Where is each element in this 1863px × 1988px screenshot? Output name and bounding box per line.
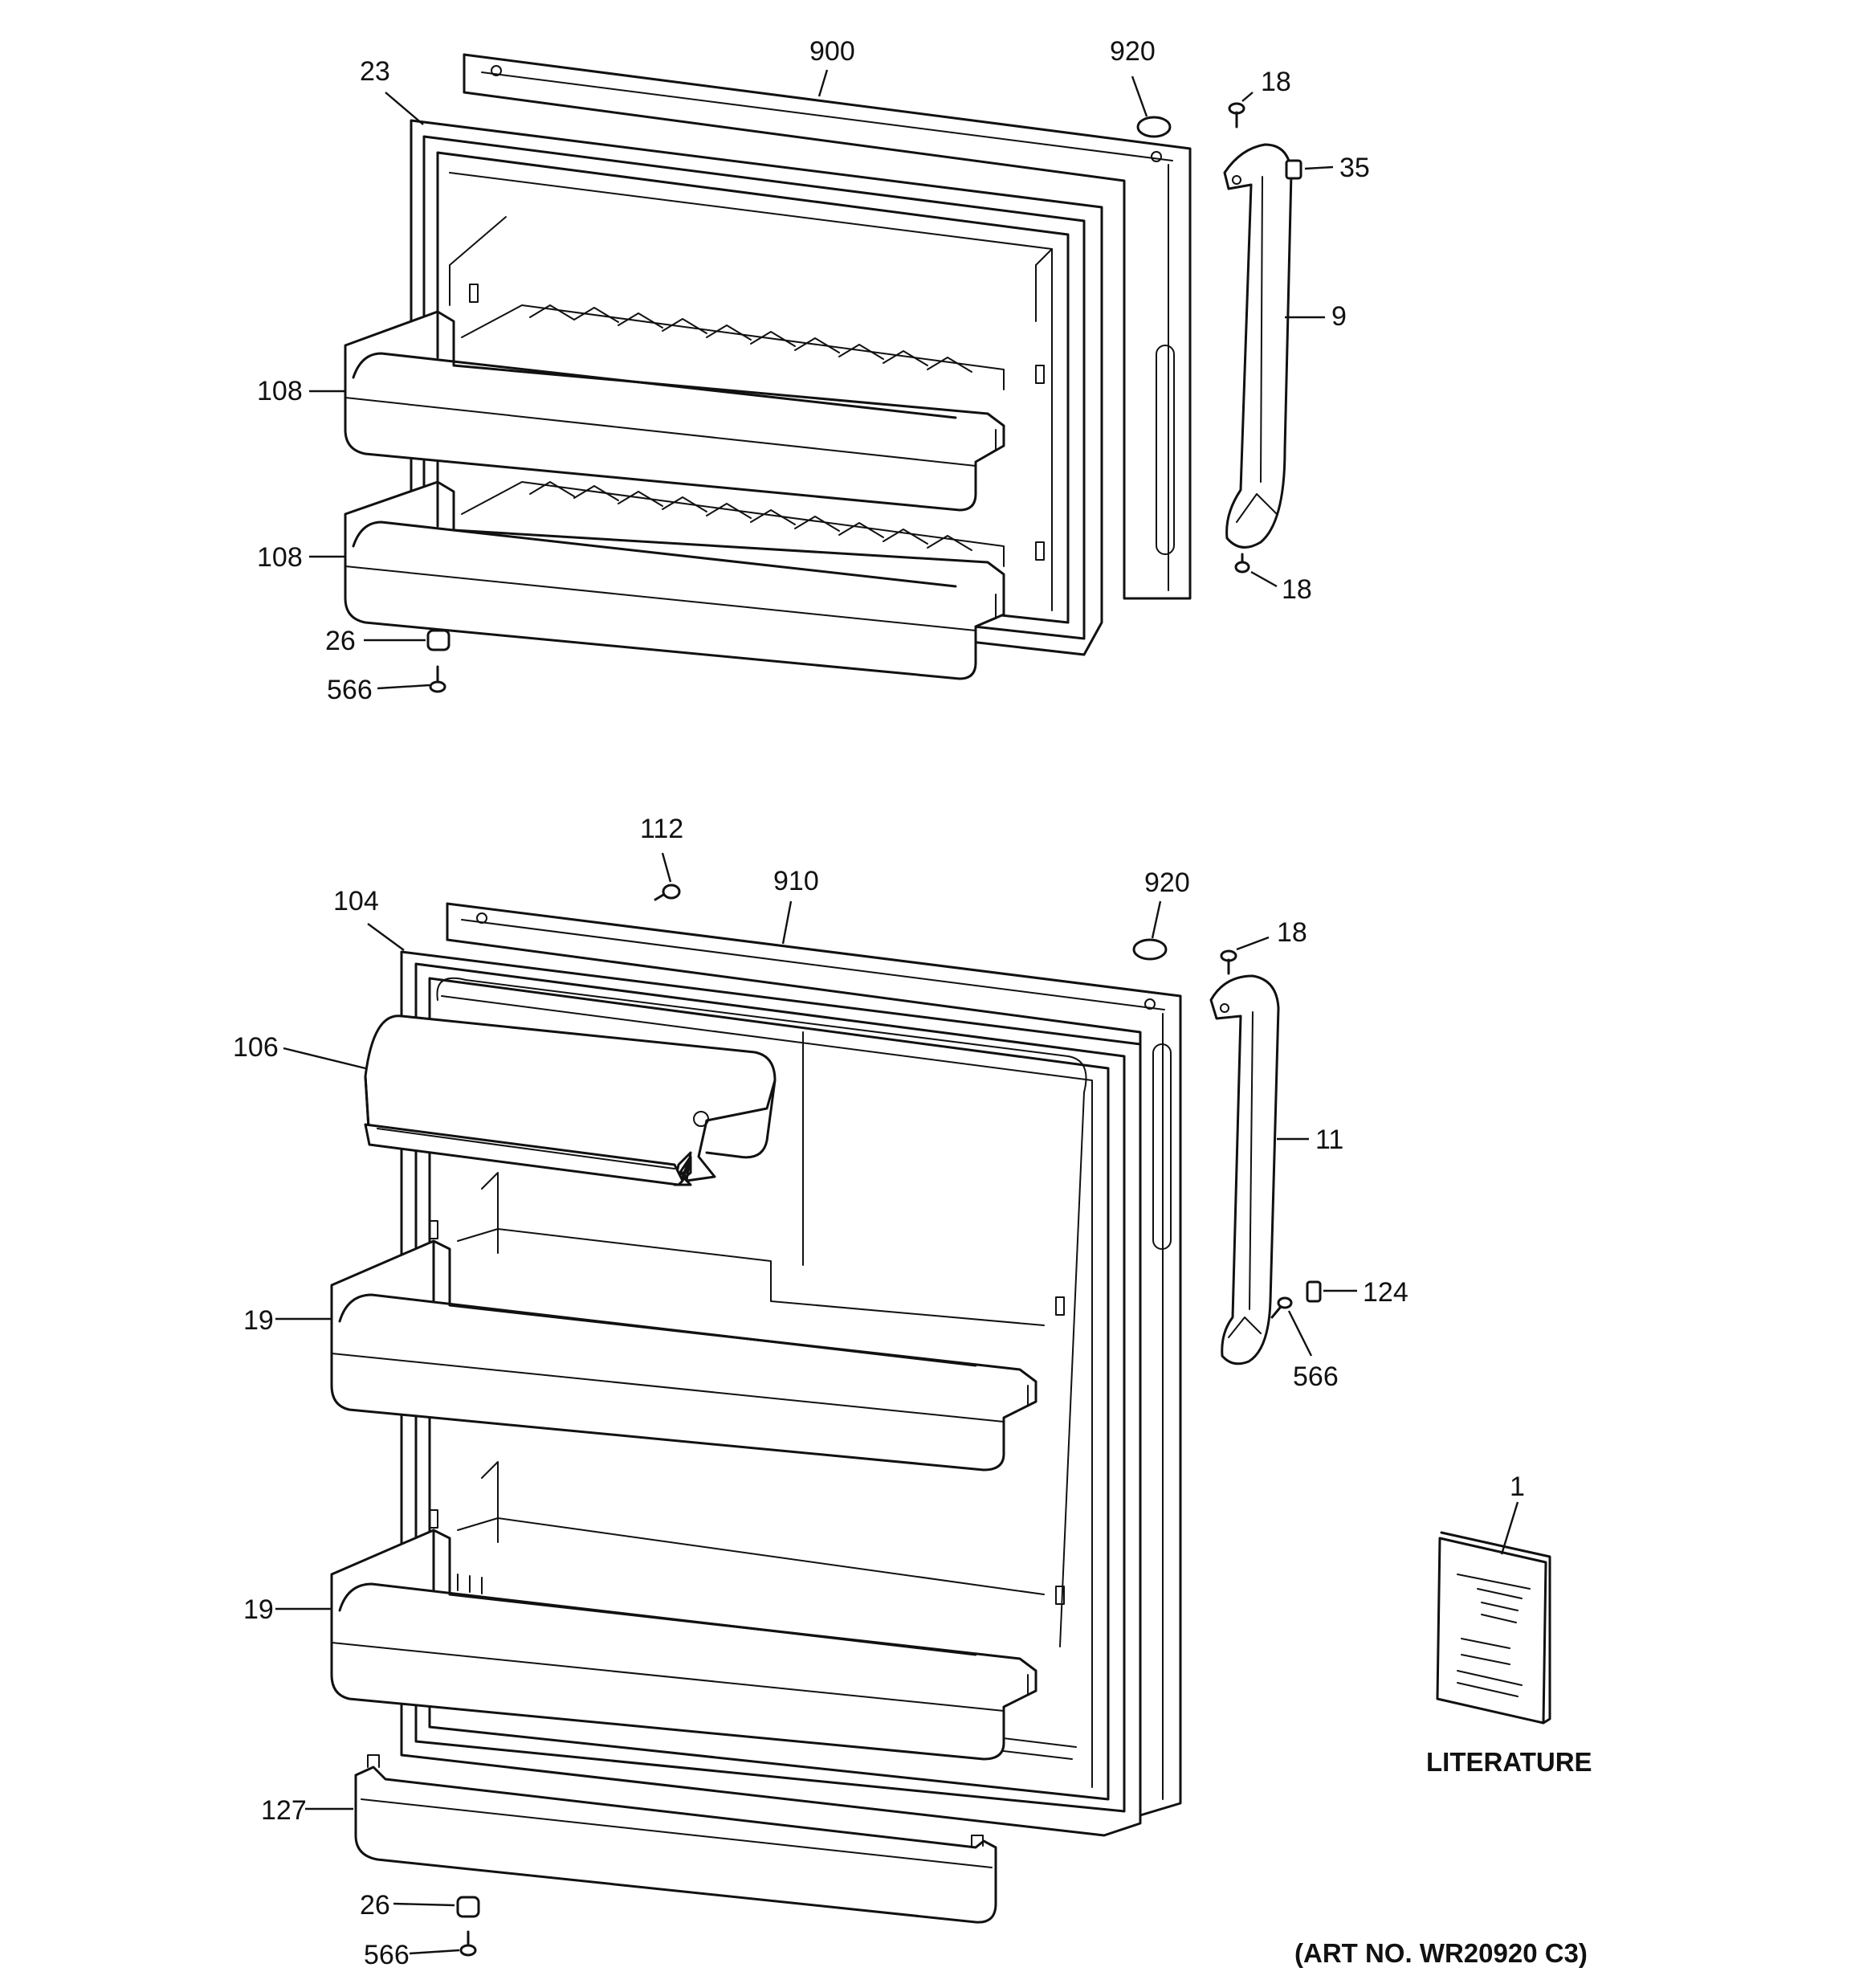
callout-9: 9 bbox=[1331, 301, 1347, 332]
fresh-food-door-shelf-upper bbox=[330, 1239, 1037, 1472]
callout-18-top-a: 18 bbox=[1261, 67, 1291, 97]
callout-23: 23 bbox=[360, 56, 390, 87]
fresh-food-door-bottom-trim bbox=[354, 1754, 997, 1924]
callout-19-lower: 19 bbox=[243, 1594, 274, 1625]
callout-566-handle: 566 bbox=[1293, 1361, 1339, 1392]
callout-18-top-b: 18 bbox=[1282, 574, 1312, 605]
screw-112 bbox=[654, 884, 681, 901]
callout-910: 910 bbox=[773, 866, 819, 896]
leader-lines bbox=[275, 69, 1519, 1955]
fresh-food-door-shelf-lower bbox=[330, 1529, 1037, 1761]
callout-104: 104 bbox=[333, 886, 379, 916]
callout-26-bottom: 26 bbox=[360, 1890, 390, 1921]
freezer-door-shelf-lower bbox=[344, 480, 1005, 680]
callout-26-top: 26 bbox=[325, 626, 356, 656]
callout-18-bottom: 18 bbox=[1277, 917, 1307, 948]
callout-124: 124 bbox=[1363, 1277, 1408, 1308]
plug-920-top bbox=[1136, 116, 1172, 138]
callout-566-bottom: 566 bbox=[364, 1940, 410, 1970]
screw-18-top-a bbox=[1228, 102, 1245, 129]
callout-19-upper: 19 bbox=[243, 1305, 274, 1336]
screw-18-bottom bbox=[1220, 949, 1237, 975]
callout-106: 106 bbox=[233, 1032, 279, 1063]
callout-127: 127 bbox=[261, 1795, 307, 1826]
screw-566-handle bbox=[1270, 1296, 1293, 1319]
fresh-food-door-assembly bbox=[330, 884, 1322, 1957]
cap-35 bbox=[1285, 159, 1302, 180]
literature-label: LITERATURE bbox=[1426, 1747, 1592, 1777]
fresh-food-door-handle bbox=[1209, 974, 1280, 1365]
art-number: (ART NO. WR20920 C3) bbox=[1294, 1938, 1588, 1968]
freezer-door-handle bbox=[1223, 143, 1293, 549]
callout-108-lower: 108 bbox=[257, 542, 303, 573]
cap-124 bbox=[1306, 1280, 1322, 1303]
screw-566-bottom bbox=[459, 1930, 477, 1957]
cap-26-top bbox=[426, 629, 450, 651]
screw-18-top-b bbox=[1234, 553, 1250, 574]
freezer-door-assembly bbox=[344, 53, 1302, 693]
callout-11: 11 bbox=[1315, 1125, 1343, 1155]
cap-26-bottom bbox=[456, 1896, 480, 1918]
literature-booklet bbox=[1436, 1531, 1551, 1725]
plug-920-bottom bbox=[1132, 938, 1168, 961]
callout-920-bottom: 920 bbox=[1144, 867, 1190, 898]
callout-900: 900 bbox=[809, 36, 855, 67]
freezer-door-shelf-upper bbox=[344, 310, 1005, 512]
callout-labels: 23 900 920 18 35 9 108 108 18 26 566 112… bbox=[233, 36, 1592, 1970]
screw-566-top bbox=[429, 665, 446, 693]
callout-112: 112 bbox=[640, 814, 683, 844]
callout-920-top: 920 bbox=[1110, 36, 1156, 67]
callout-566-top: 566 bbox=[327, 675, 373, 705]
callout-1: 1 bbox=[1510, 1472, 1525, 1502]
freezer-door-outer-panel bbox=[463, 53, 1192, 600]
callout-35: 35 bbox=[1339, 153, 1370, 183]
dairy-compartment bbox=[364, 1014, 777, 1186]
callout-108-upper: 108 bbox=[257, 376, 303, 406]
